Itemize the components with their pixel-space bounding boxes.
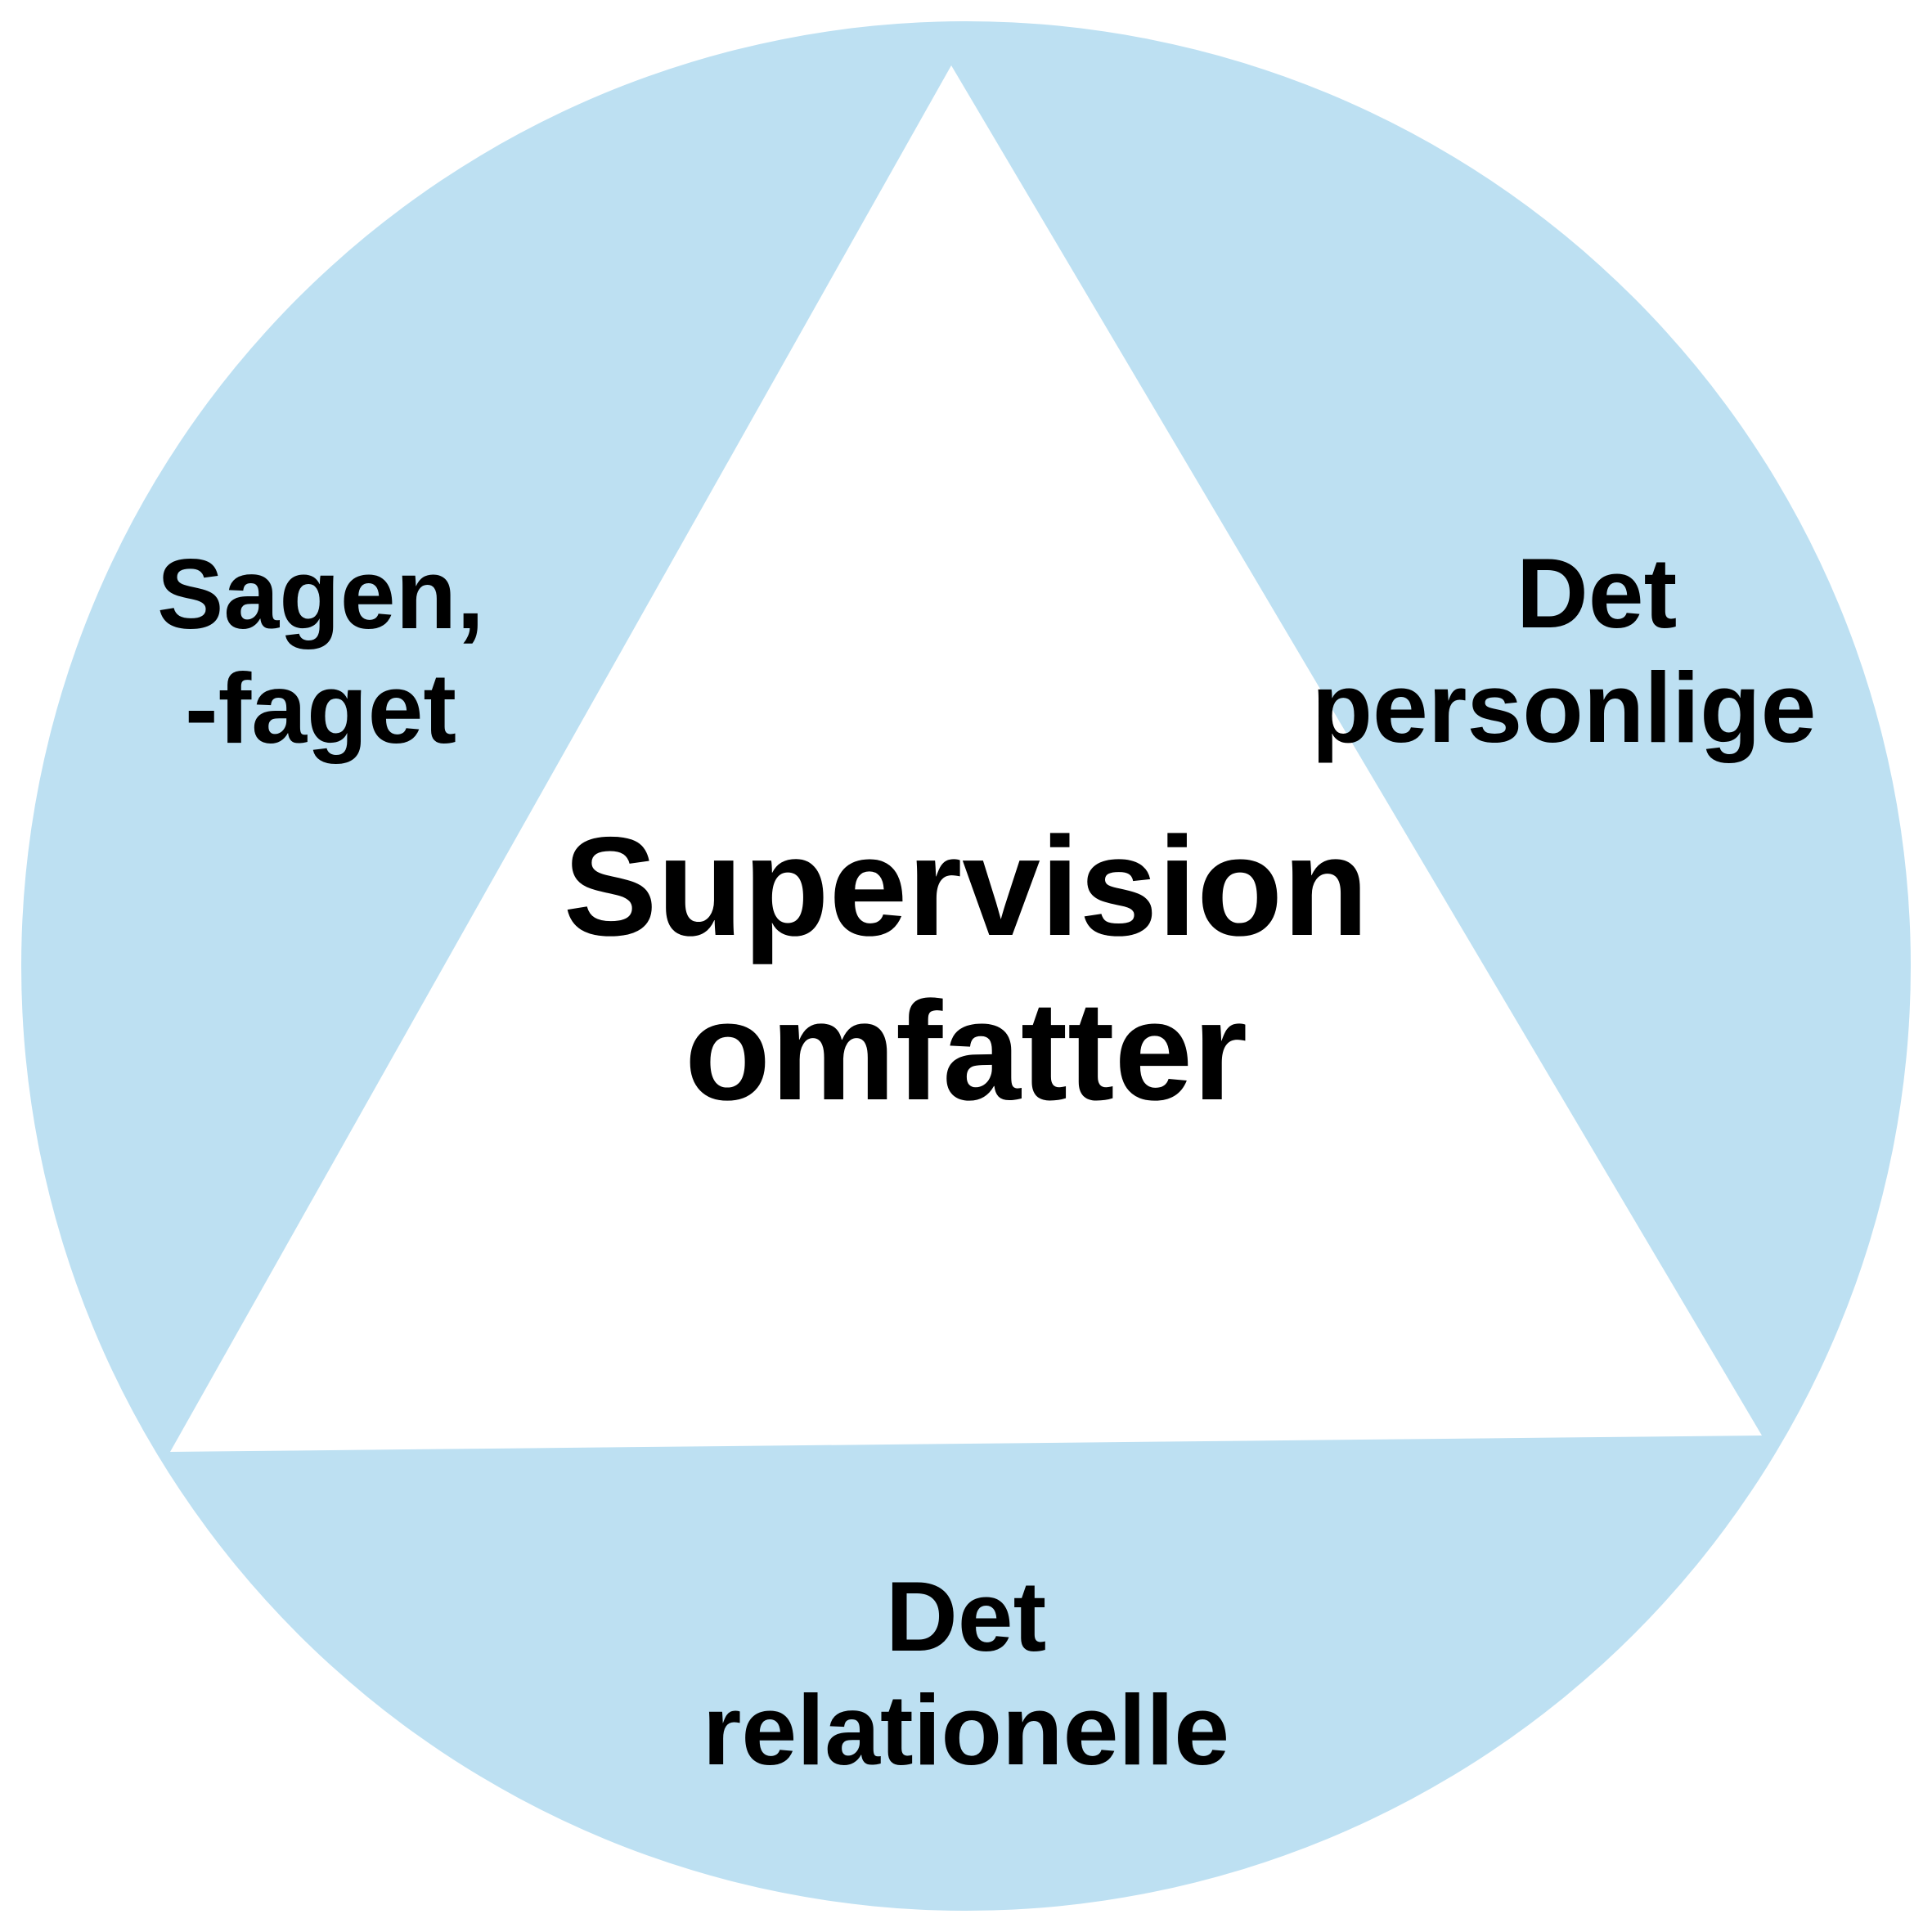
- center-label-line-2: omfatter: [685, 973, 1247, 1130]
- inner-triangle: [170, 65, 1762, 1452]
- center-label: Supervision omfatter: [564, 808, 1368, 1130]
- segment-label-line-2: personlige: [1312, 652, 1817, 763]
- segment-label-sagen-faget: Sagen, -faget: [157, 538, 484, 764]
- segment-label-line-2: relationelle: [703, 1674, 1229, 1786]
- center-label-line-1: Supervision: [564, 808, 1368, 965]
- segment-label-line-1: Sagen,: [157, 538, 484, 649]
- segment-label-line-1: Det: [886, 1561, 1047, 1672]
- segment-label-det-personlige: Det personlige: [1312, 537, 1817, 763]
- segment-label-line-2: -faget: [185, 653, 456, 764]
- segment-label-det-relationelle: Det relationelle: [703, 1561, 1229, 1786]
- segment-label-line-1: Det: [1516, 537, 1678, 649]
